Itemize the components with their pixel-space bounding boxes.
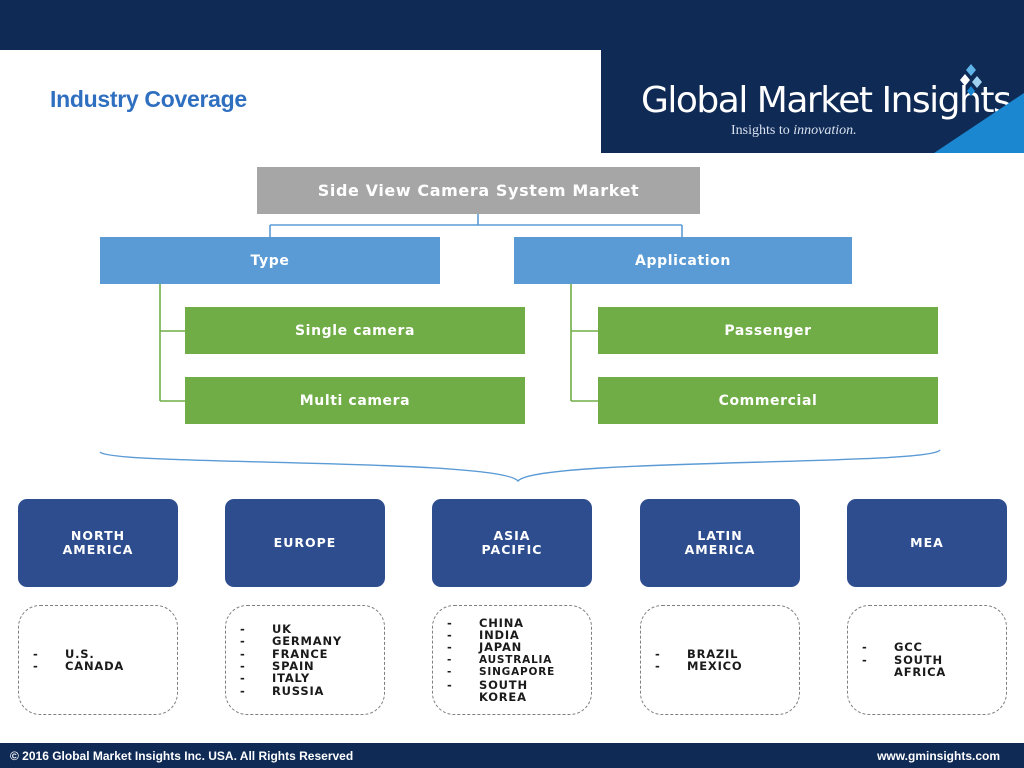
brand-logo: Global Market Insights Insights to innov…	[601, 50, 1024, 153]
list-item: ITALY	[240, 672, 342, 685]
list-item: INDIA	[447, 629, 555, 642]
page-title: Industry Coverage	[50, 86, 247, 112]
list-item: JAPAN	[447, 641, 555, 654]
list-item: U.S.	[33, 647, 124, 660]
category-type: Type	[100, 237, 440, 284]
country-list-mea: GCC SOUTH AFRICA	[847, 605, 1007, 715]
country-list-europe: UK GERMANY FRANCE SPAIN ITALY RUSSIA	[225, 605, 385, 715]
list-item: SOUTH	[862, 653, 946, 666]
list-item: BRAZIL	[655, 647, 742, 660]
list-item: SOUTH	[447, 678, 555, 691]
diagram-connectors	[99, 214, 941, 483]
top-banner	[0, 0, 1024, 50]
region-mea: MEA	[847, 499, 1007, 587]
list-item: MEXICO	[655, 660, 742, 673]
list-item: UK	[240, 622, 342, 635]
category-application: Application	[514, 237, 852, 284]
list-item: AUSTRALIA	[447, 654, 555, 667]
country-list-north-america: U.S. CANADA	[18, 605, 178, 715]
list-item: FRANCE	[240, 647, 342, 660]
brand-tagline: Insights to innovation.	[731, 123, 857, 138]
brand-corner-accent	[934, 93, 1024, 153]
leaf-passenger: Passenger	[598, 307, 938, 354]
list-item: SPAIN	[240, 660, 342, 673]
website-link[interactable]: www.gminsights.com	[877, 749, 1000, 763]
country-list-latin-america: BRAZIL MEXICO	[640, 605, 800, 715]
leaf-commercial: Commercial	[598, 377, 938, 424]
copyright-text: © 2016 Global Market Insights Inc. USA. …	[10, 749, 354, 763]
list-item: RUSSIA	[240, 684, 342, 697]
country-list-asia-pacific: CHINA INDIA JAPAN AUSTRALIA SINGAPORE SO…	[432, 605, 592, 715]
footer-bar: © 2016 Global Market Insights Inc. USA. …	[0, 743, 1024, 768]
list-item: CANADA	[33, 660, 124, 673]
list-item: CHINA	[447, 616, 555, 629]
list-item: AFRICA	[894, 665, 947, 680]
leaf-multi-camera: Multi camera	[185, 377, 525, 424]
region-europe: EUROPE	[225, 499, 385, 587]
leaf-single-camera: Single camera	[185, 307, 525, 354]
list-item: KOREA	[479, 690, 527, 705]
grouping-brace	[99, 449, 941, 483]
list-item: GERMANY	[240, 635, 342, 648]
list-item: SINGAPORE	[447, 666, 555, 679]
list-item: GCC	[862, 641, 946, 654]
root-node: Side View Camera System Market	[257, 167, 700, 214]
